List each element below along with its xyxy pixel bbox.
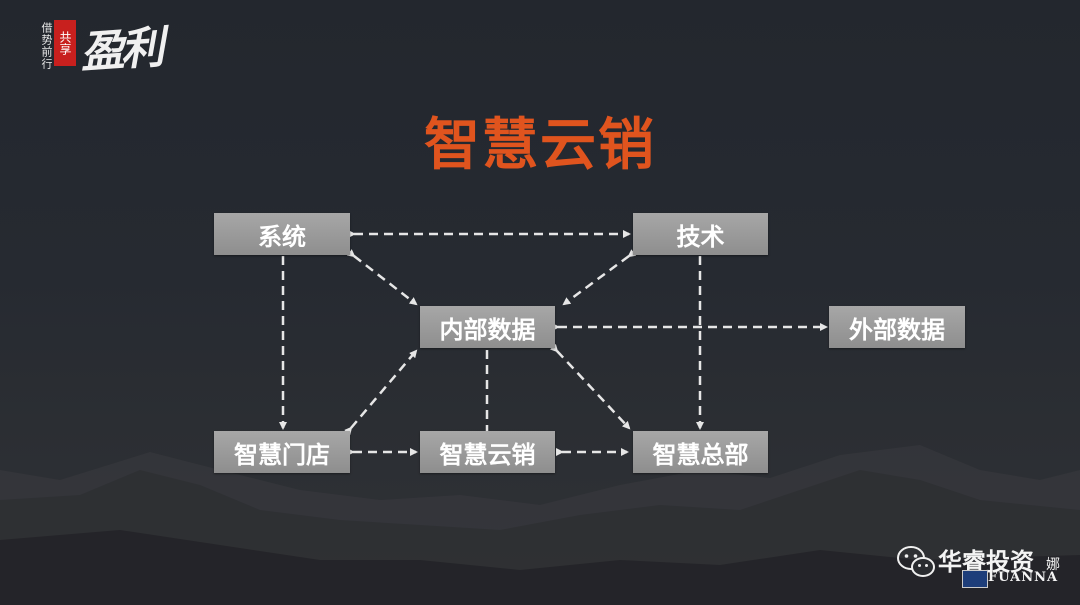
node-tech: 技术: [633, 213, 768, 255]
link-system-internal: [346, 249, 418, 306]
node-smart-store: 智慧门店: [214, 431, 350, 473]
node-system: 系统: [214, 213, 350, 255]
node-smart-cloud: 智慧云销: [420, 431, 555, 473]
watermark-logo-icon: [962, 570, 988, 588]
slide-title: 智慧云销: [424, 113, 656, 178]
logo-slogan: 借势前行: [40, 22, 53, 70]
brand-logo: 借势前行 共享 盈利: [34, 20, 162, 96]
wechat-icon: [897, 546, 935, 577]
watermark-english: FUANNA: [988, 570, 1059, 585]
link-internal-hq: [549, 343, 631, 430]
watermark-suffix: 娜: [1046, 557, 1060, 573]
node-internal-data: 内部数据: [420, 306, 555, 348]
link-store-internal: [344, 349, 418, 436]
node-smart-hq: 智慧总部: [633, 431, 768, 473]
watermark: 华睿投资 娜 FUANNA: [896, 540, 1066, 590]
link-tech-internal: [562, 249, 637, 306]
node-external-data: 外部数据: [829, 306, 965, 348]
logo-badge: 共享: [54, 20, 76, 66]
